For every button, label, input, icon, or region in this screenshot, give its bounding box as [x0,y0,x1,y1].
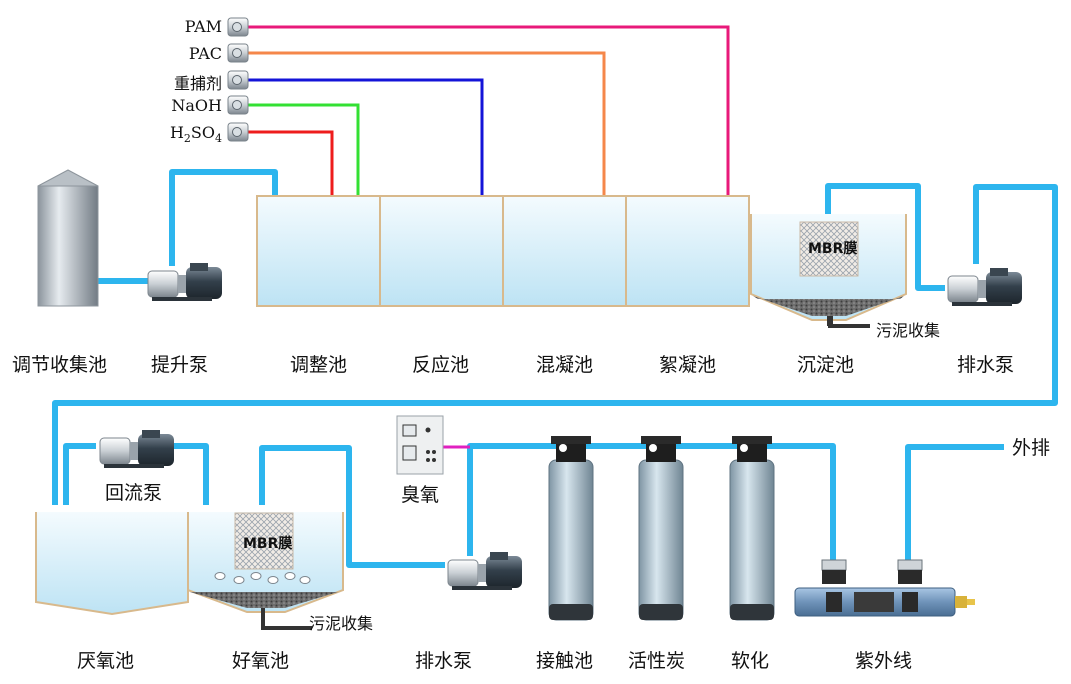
dosing-lines [248,25,730,198]
reflux-pump-label: 回流泵 [105,482,163,504]
pipe-drain-pump-to-anaerobic [52,184,1058,505]
flocculation-tank-label: 絮凝池 [659,354,717,376]
aerobic-tank [187,512,344,630]
drain-pump-top-label: 排水泵 [957,354,1015,376]
mbr-bottom-label: MBR膜 [243,536,293,552]
dosing-pump-pam [227,17,249,37]
heavy-metal-agent-line [248,78,484,198]
drain-pump-top [947,268,1022,306]
dosing-pump-h2so4 [227,122,249,142]
dosing-pumps [227,17,249,142]
softening-vessel [729,436,775,621]
h2so4-so: SO [190,123,215,142]
reflux-pump [99,430,174,468]
h2so4-line [248,130,334,198]
collection-tank-label: 调节收集池 [12,354,108,376]
softening-label: 软化 [731,650,770,672]
activated-carbon-vessel [638,436,684,621]
activated-carbon-label: 活性炭 [628,650,686,672]
collection-tank [37,169,99,307]
pipe-sedimentation-to-drain-pump [825,183,945,291]
lift-pump [147,263,222,301]
anaerobic-tank-label: 厌氧池 [77,650,135,672]
pipe-lift-pump-to-adjust-tank [169,169,278,266]
h2so4-label: H2SO4 [132,123,222,145]
pac-line [248,51,606,198]
mbr-top-label: MBR膜 [808,241,858,257]
dosing-pump-heavy-metal-agent [227,70,249,90]
drain-pump-bottom-label: 排水泵 [415,650,473,672]
uv-label: 紫外线 [855,650,913,672]
h2so4-h: H [169,123,184,142]
contact-tank-vessel [548,436,594,621]
pipe-uv-to-discharge [905,444,1004,562]
drain-pump-bottom [447,552,522,590]
coagulation-tank-label: 混凝池 [536,354,594,376]
anaerobic-tank [35,512,189,616]
adjust-tank-label: 调整池 [290,354,348,376]
pipe-reflux-pump-right [170,443,209,505]
treatment-tanks-top [256,195,750,307]
contact-tank-label: 接触池 [536,650,594,672]
ozone-label: 臭氧 [401,484,440,506]
heavy-metal-agent-label: 重捕剂 [173,74,222,93]
pipe-reflux-pump-left [63,443,96,505]
sludge-bottom-label: 污泥收集 [309,614,374,633]
uv-sterilizer [794,559,975,617]
aeration-diffusers [214,572,311,584]
sedimentation-tank-label: 沉淀池 [797,354,855,376]
discharge-label: 外排 [1012,437,1051,459]
dosing-pump-pac [227,43,249,63]
h2so4-sub1: 2 [183,132,191,146]
naoh-line [248,103,360,198]
pam-label: PAM [184,17,222,36]
pam-line [248,25,730,198]
ozone-generator [396,415,444,475]
sedimentation-tank [750,214,907,328]
aerobic-tank-label: 好氧池 [232,650,290,672]
sludge-top-label: 污泥收集 [876,321,941,340]
reaction-tank-label: 反应池 [412,354,470,376]
water-pipes [52,169,1058,568]
h2so4-sub2: 4 [215,132,222,146]
naoh-label: NaOH [171,96,222,115]
pac-label: PAC [188,44,222,63]
dosing-pump-naoh [227,95,249,115]
pipe-aerobic-to-drain-pump [259,445,445,568]
lift-pump-label: 提升泵 [151,354,209,376]
